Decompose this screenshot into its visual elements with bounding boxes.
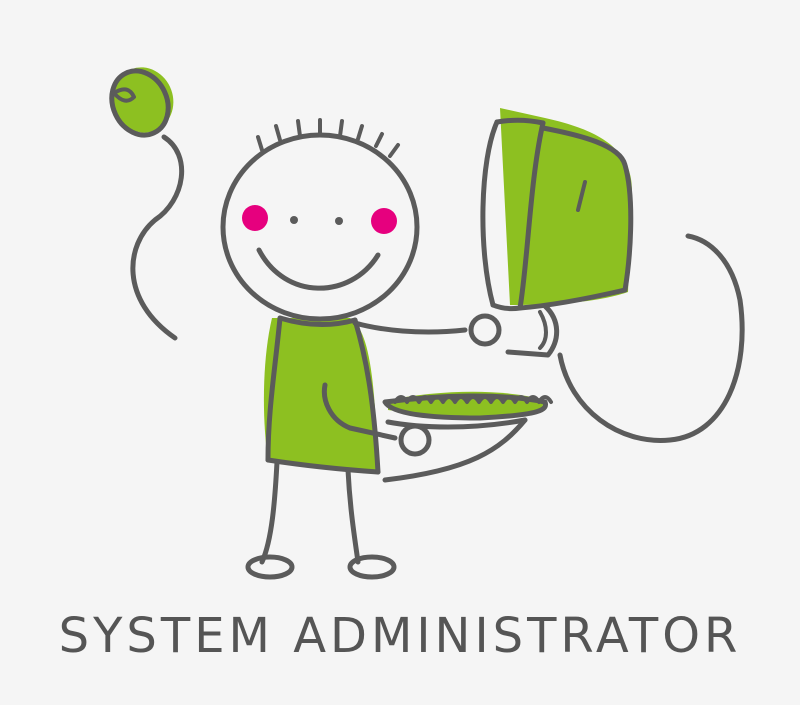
right-cheek — [371, 208, 397, 234]
caption-title: SYSTEM ADMINISTRATOR — [58, 608, 742, 664]
person-head — [220, 118, 420, 322]
mouse-icon — [109, 67, 185, 341]
right-eye — [335, 217, 343, 225]
person-figure — [245, 313, 502, 580]
computer-monitor-icon — [480, 108, 745, 443]
smile — [256, 247, 381, 291]
left-cheek — [242, 205, 268, 231]
keyboard-icon — [382, 391, 553, 483]
monitor-cable — [557, 233, 745, 443]
desk-line — [382, 417, 528, 483]
mouse-cable — [130, 134, 185, 341]
left-eye — [290, 216, 298, 224]
